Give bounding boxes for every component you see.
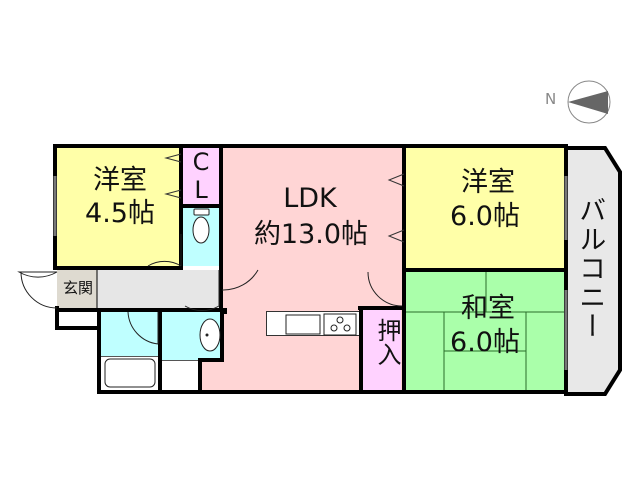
room-ldk-name: LDK — [283, 183, 337, 214]
hallway — [97, 270, 221, 308]
room-japanese-size: 6.0帖 — [450, 327, 520, 358]
closet-label: C L — [192, 148, 210, 204]
oshiire-label: 押入 — [373, 318, 401, 366]
compass-north-label: N — [545, 90, 557, 108]
north-arrow-icon — [567, 80, 611, 124]
room-western-4-5-name: 洋室 — [93, 165, 147, 196]
entrance-label: 玄関 — [62, 279, 93, 297]
room-western-6-0-size: 6.0帖 — [450, 201, 520, 232]
room-japanese-name: 和室 — [461, 293, 515, 324]
room-ldk-size: 約13.0帖 — [253, 219, 369, 250]
room-japanese-6-0 — [404, 270, 566, 390]
bathroom — [101, 312, 159, 356]
washroom-lower — [162, 360, 200, 390]
compass: N — [545, 78, 625, 128]
oshiire — [363, 310, 401, 390]
room-western-4-5-size: 4.5帖 — [85, 198, 155, 229]
room-western-6-0 — [404, 148, 566, 270]
balcony-label: バルコニー — [574, 196, 606, 341]
closet — [181, 148, 221, 206]
entrance — [57, 270, 97, 308]
room-western-4-5 — [57, 148, 181, 266]
room-western-6-0-name: 洋室 — [461, 167, 515, 198]
